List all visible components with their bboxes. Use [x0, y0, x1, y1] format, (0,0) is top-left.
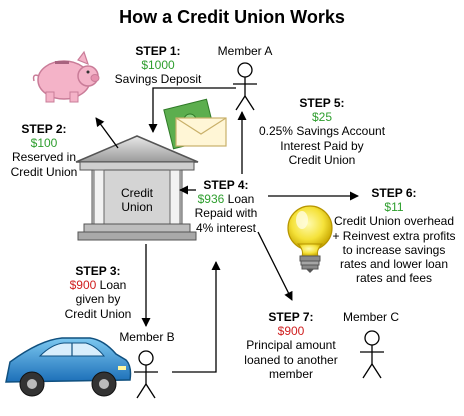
arrow-member-a-to-credit-union: [148, 87, 236, 133]
step-7-text: STEP 7: $900 Principal amount loaned to …: [244, 310, 338, 381]
step-3-text: STEP 3: $900 Loan given by Credit Union: [64, 264, 132, 321]
diagram-title: How a Credit Union Works: [119, 7, 345, 27]
step-1-text: STEP 1: $1000 Savings Deposit: [114, 44, 202, 87]
member-a-figure-icon: [233, 62, 257, 111]
credit-union-label: Credit Union: [120, 186, 153, 215]
step-5-text: STEP 5: $25 0.25% Savings Account Intere…: [258, 96, 386, 167]
light-bulb-icon: [287, 205, 333, 273]
arrow-step4-to-step7: [257, 231, 293, 301]
piggy-bank-icon: [32, 50, 100, 103]
member-b-label: Member B: [119, 330, 175, 344]
member-a-label: Member A: [217, 44, 273, 58]
step-4-text: STEP 4: $936 Loan Repaid with 4% interes…: [194, 178, 258, 235]
credit-union-building-icon: [75, 135, 199, 241]
money-envelope-icon: [163, 98, 227, 150]
step-6-text: STEP 6: $11 Credit Union overhead + Rein…: [332, 186, 456, 286]
step-2-text: STEP 2: $100 Reserved in Credit Union: [10, 122, 78, 179]
member-b-figure-icon: [134, 350, 158, 399]
car-icon: [5, 337, 132, 397]
member-c-figure-icon: [360, 330, 384, 379]
member-c-label: Member C: [342, 310, 399, 324]
arrow-member-b-to-step4: [172, 261, 221, 373]
arrow-credit-union-to-piggy: [95, 117, 119, 149]
